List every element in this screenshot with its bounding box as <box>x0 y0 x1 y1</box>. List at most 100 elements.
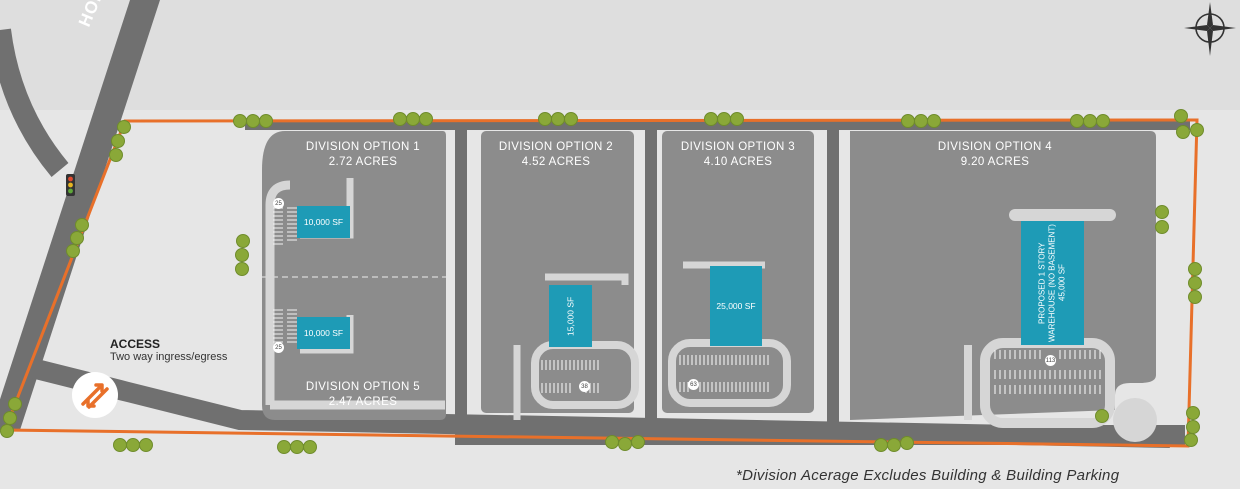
tree-icon <box>1155 220 1169 234</box>
tree-icon <box>66 244 80 258</box>
aisle-2b <box>545 273 629 285</box>
roads <box>0 0 1190 448</box>
tree-icon <box>1174 109 1188 123</box>
tree-icon <box>717 112 731 126</box>
tree-icon <box>605 435 619 449</box>
north-drive <box>245 120 1190 130</box>
division-4-name: DIVISION OPTION 4 <box>937 141 1053 153</box>
division-4-label: DIVISION OPTION 4 9.20 ACRES <box>900 140 1090 170</box>
tree-icon <box>117 120 131 134</box>
building-1-size: 10,000 SF <box>303 217 344 227</box>
tree-icon <box>236 234 250 248</box>
building-2-size: 15,000 SF <box>565 296 576 336</box>
building-2 <box>549 285 592 347</box>
division-3-name: DIVISION OPTION 3 <box>680 141 796 153</box>
parking-count-1: 25 <box>273 198 284 209</box>
building-4 <box>1021 221 1084 345</box>
tree-icon <box>1190 123 1204 137</box>
division-5-name: DIVISION OPTION 5 <box>305 381 421 393</box>
tree-icon <box>1188 290 1202 304</box>
tree-icon <box>887 438 901 452</box>
parking-count-2: 38 <box>579 381 590 392</box>
tree-icon <box>259 114 273 128</box>
tree-icon <box>233 114 247 128</box>
parking-area-3 <box>679 355 769 392</box>
tree-icon <box>75 218 89 232</box>
tree-icon <box>1186 406 1200 420</box>
division-2-label: DIVISION OPTION 2 4.52 ACRES <box>480 140 632 170</box>
tree-icon <box>1083 114 1097 128</box>
parking-count-3: 63 <box>688 379 699 390</box>
parking-area-2 <box>541 360 599 393</box>
tree-icon <box>290 440 304 454</box>
tree-icon <box>1095 409 1109 423</box>
drive-b <box>645 120 657 440</box>
tree-icon <box>1188 276 1202 290</box>
tree-icon <box>927 114 941 128</box>
access-subtitle: Two way ingress/egress <box>110 351 228 363</box>
tree-icon <box>235 248 249 262</box>
buildings <box>297 206 1084 349</box>
tree-icon <box>111 134 125 148</box>
curved-road <box>0 28 69 178</box>
division-1-acres: 2.72 ACRES <box>328 156 398 168</box>
building-4-size: PROPOSED 1 STORY WAREHOUSE (NO BASEMENT)… <box>1037 224 1067 342</box>
tree-icon <box>900 436 914 450</box>
drive-aisles <box>265 178 1157 442</box>
lot-division-1-5 <box>262 131 446 420</box>
division-1-name: DIVISION OPTION 1 <box>305 141 421 153</box>
tree-icon <box>406 112 420 126</box>
division-5-label: DIVISION OPTION 5 2.47 ACRES <box>283 380 443 410</box>
tree-icon <box>139 438 153 452</box>
tree-icon <box>618 437 632 451</box>
division-5-acres: 2.47 ACRES <box>328 396 398 408</box>
tree-icon <box>538 112 552 126</box>
tree-icon <box>1186 420 1200 434</box>
parking-stalls <box>273 207 1101 394</box>
parking-count-4: 113 <box>1045 355 1056 366</box>
tree-icon <box>914 114 928 128</box>
tree-icon <box>1188 262 1202 276</box>
tree-icon <box>1155 205 1169 219</box>
tree-icon <box>564 112 578 126</box>
aisle-1 <box>265 180 291 405</box>
tree-icon <box>113 438 127 452</box>
building-1 <box>297 206 350 238</box>
horseblock-road <box>0 0 160 430</box>
tree-icon <box>551 112 565 126</box>
division-4-acres: 9.20 ACRES <box>960 156 1030 168</box>
division-3-acres: 4.10 ACRES <box>703 156 773 168</box>
tree-icon <box>730 112 744 126</box>
drive-c <box>827 120 839 440</box>
tree-icon <box>8 397 22 411</box>
site-access-road <box>17 355 1171 448</box>
tree-icon <box>874 438 888 452</box>
tree-icon <box>704 112 718 126</box>
tree-icon <box>631 435 645 449</box>
tree-icon <box>1070 114 1084 128</box>
building-5 <box>297 317 350 349</box>
building-3 <box>710 266 762 346</box>
tree-icon <box>1176 125 1190 139</box>
division-2-acres: 4.52 ACRES <box>521 156 591 168</box>
lot-division-2 <box>481 131 634 413</box>
tree-icon <box>419 112 433 126</box>
tree-icon <box>0 424 14 438</box>
division-2-name: DIVISION OPTION 2 <box>498 141 614 153</box>
division-3-label: DIVISION OPTION 3 4.10 ACRES <box>662 140 814 170</box>
compass-rose-icon <box>1184 2 1236 56</box>
tree-icon <box>246 114 260 128</box>
tree-icon <box>109 148 123 162</box>
tree-icon <box>303 440 317 454</box>
parking-count-5: 25 <box>273 342 284 353</box>
building-5-size: 10,000 SF <box>303 328 344 338</box>
tree-icon <box>1096 114 1110 128</box>
cul-de-sac <box>1113 398 1157 442</box>
north-area <box>0 0 1240 110</box>
tree-icon <box>3 411 17 425</box>
traffic-light-icon <box>66 174 75 196</box>
tree-icon <box>70 231 84 245</box>
tree-icon <box>393 112 407 126</box>
